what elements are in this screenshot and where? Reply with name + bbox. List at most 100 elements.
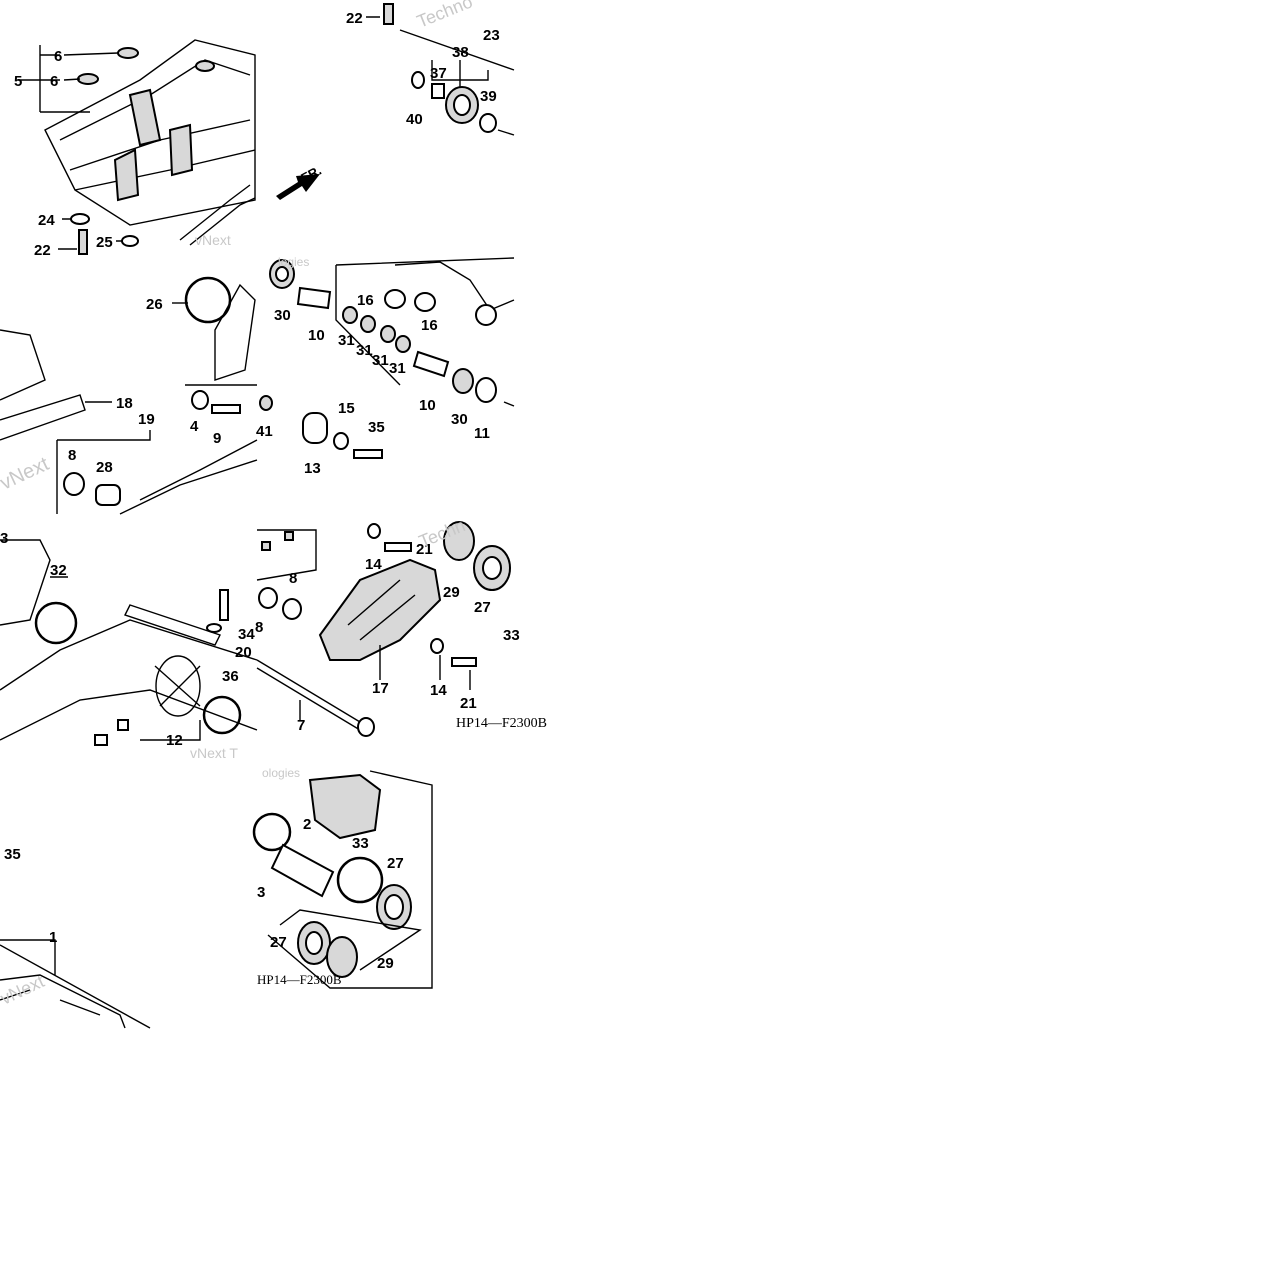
callout-14: 14 xyxy=(430,682,447,699)
callout-37: 37 xyxy=(430,65,447,82)
cap-16 xyxy=(384,289,406,309)
callout-29: 29 xyxy=(443,584,460,601)
nut-41 xyxy=(259,395,273,411)
rubber-cap xyxy=(195,60,215,72)
washer-11 xyxy=(475,377,497,403)
bracket xyxy=(214,283,256,381)
callout-13: 13 xyxy=(304,460,321,477)
bushing-8 xyxy=(258,587,278,609)
callout-8: 8 xyxy=(255,619,263,636)
tile-hub-top: FR. 22 23 38 37 39 40 Techno xyxy=(276,0,515,200)
callout-1: 1 xyxy=(49,929,57,946)
drive-cover-body xyxy=(44,39,256,226)
nut-25 xyxy=(121,235,139,247)
callout-6: 6 xyxy=(54,48,62,65)
callout-7: 7 xyxy=(297,717,305,734)
o-ring-33 xyxy=(336,856,384,904)
collar-14 xyxy=(430,638,444,654)
o-ring-36 xyxy=(202,695,242,735)
callout-8: 8 xyxy=(289,570,297,587)
watermark: ologies xyxy=(262,766,300,780)
callout-21: 21 xyxy=(416,541,433,558)
callout-4: 4 xyxy=(190,418,199,435)
collar-37 xyxy=(431,83,445,99)
seal-29 xyxy=(326,936,358,978)
tile-swingarm-body: 3 32 34 8 20 36 12 vNext T xyxy=(0,530,278,761)
axle-7 xyxy=(256,659,361,723)
diagram-code-fragment: HP14—F2300B xyxy=(257,972,342,987)
distance-collar-2 xyxy=(270,843,335,898)
callout-18: 18 xyxy=(116,395,133,412)
tile-drive-cover: 6 6 5 24 25 22 vNext xyxy=(14,39,256,259)
callout-40: 40 xyxy=(406,111,423,128)
chain-slider-17 xyxy=(318,558,442,661)
pivot-boss xyxy=(155,655,201,717)
tile-pivot-parts: 30 10 16 16 31 31 31 31 10 30 11 15 35 1… xyxy=(269,255,515,477)
callout-24: 24 xyxy=(38,212,55,229)
collar-15 xyxy=(333,432,349,450)
callout-30: 30 xyxy=(451,411,468,428)
callout-15: 15 xyxy=(338,400,355,417)
bushing-8 xyxy=(63,472,85,496)
watermark: Techno xyxy=(414,0,475,32)
callout-33: 33 xyxy=(503,627,520,644)
hub-flange xyxy=(308,773,382,840)
bolt-21 xyxy=(384,542,412,552)
callout-31: 31 xyxy=(389,360,406,377)
watermark: vNext xyxy=(0,453,53,495)
washer-40 xyxy=(411,71,425,89)
callout-32: 32 xyxy=(50,562,67,579)
collar-13 xyxy=(302,412,328,444)
callout-2: 2 xyxy=(303,816,311,833)
washer-34 xyxy=(206,623,222,633)
chain-slider-strip xyxy=(179,184,251,241)
callout-25: 25 xyxy=(96,234,113,251)
callout-22: 22 xyxy=(34,242,51,259)
mount-boss xyxy=(168,123,194,177)
watermark: vNext T xyxy=(190,745,238,761)
watermark: logies xyxy=(278,255,309,269)
callout-6: 6 xyxy=(50,73,58,90)
washer-24 xyxy=(70,213,90,225)
tile-sprocket: 35 1 vNext xyxy=(0,846,151,1029)
callout-9: 9 xyxy=(213,430,221,447)
collar-28 xyxy=(95,484,121,506)
rubber-cap-6 xyxy=(77,73,99,85)
o-ring-32 xyxy=(34,601,78,645)
callout-31: 31 xyxy=(356,342,373,359)
tile-swingarm-left: 26 18 19 4 9 41 8 28 vNext xyxy=(0,276,273,515)
callout-29: 29 xyxy=(377,955,394,972)
callout-31: 31 xyxy=(338,332,355,349)
callout-39: 39 xyxy=(480,88,497,105)
clip xyxy=(117,719,129,731)
bolt-22 xyxy=(78,229,88,255)
callout-12: 12 xyxy=(166,732,183,749)
mount-boss xyxy=(128,88,162,147)
rubber-cap-6 xyxy=(117,47,139,59)
callout-41: 41 xyxy=(256,423,273,440)
callout-38: 38 xyxy=(452,44,469,61)
callout-30: 30 xyxy=(274,307,291,324)
callout-31: 31 xyxy=(372,352,389,369)
pivot-collar-10 xyxy=(412,350,450,378)
front-arrow xyxy=(276,174,320,200)
snap-ring-26 xyxy=(184,276,232,324)
clip xyxy=(94,734,108,746)
callout-17: 17 xyxy=(372,680,389,697)
callout-3: 3 xyxy=(257,884,265,901)
needle-bearing-31 xyxy=(360,315,376,333)
needle-bearing-31 xyxy=(395,335,411,353)
callout-10: 10 xyxy=(308,327,325,344)
bolt-35 xyxy=(353,449,383,459)
watermark: vNext xyxy=(195,232,231,248)
pivot-collar-10 xyxy=(296,286,332,310)
collar-4 xyxy=(191,390,209,410)
cap-16 xyxy=(414,292,436,312)
needle-bearing-31 xyxy=(342,306,358,324)
callout-33: 33 xyxy=(352,835,369,852)
callout-8: 8 xyxy=(68,447,76,464)
callout-27: 27 xyxy=(474,599,491,616)
callout-36: 36 xyxy=(222,668,239,685)
callout-27: 27 xyxy=(387,855,404,872)
diagram-code: HP14—F2300B xyxy=(456,716,547,731)
